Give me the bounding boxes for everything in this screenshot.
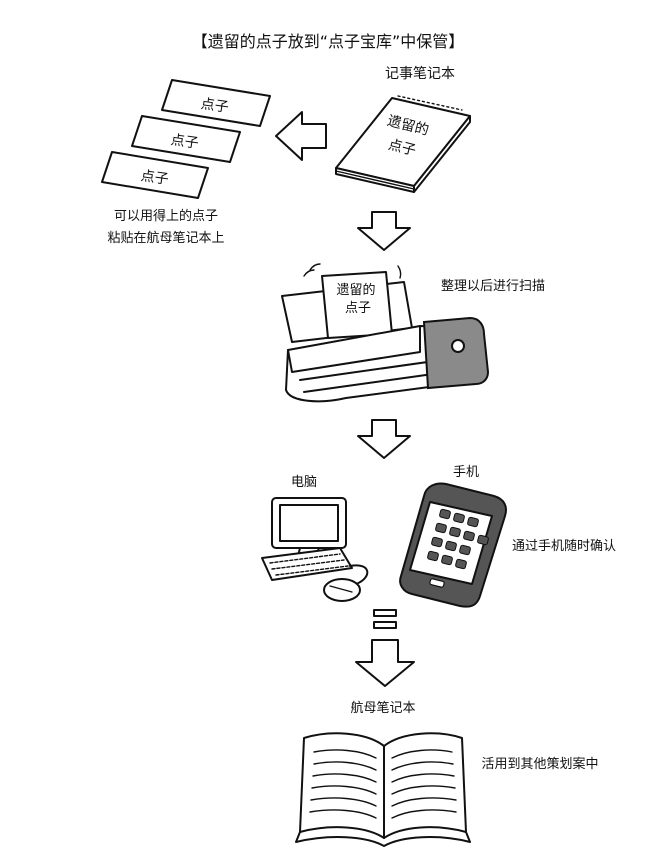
keyboard-keys bbox=[269, 553, 349, 576]
phone-label: 手机 bbox=[453, 465, 479, 480]
idea-card-label: 点子 bbox=[140, 168, 170, 188]
scanner-button-icon bbox=[451, 339, 465, 353]
idea-card-label: 点子 bbox=[200, 96, 230, 116]
scanner-paper-line1: 遗留的 bbox=[336, 282, 375, 298]
hollow-arrow-down-icon bbox=[357, 419, 411, 459]
equals-icon bbox=[373, 609, 397, 629]
idea-card: 点子 bbox=[101, 151, 209, 199]
hollow-arrow-left-icon bbox=[275, 111, 327, 161]
phone-home-button-icon bbox=[429, 578, 445, 588]
idea-card: 点子 bbox=[131, 115, 241, 163]
scanner-paper-line2: 点子 bbox=[345, 301, 371, 316]
idea-card-stack: 点子 点子 点子 bbox=[101, 79, 271, 199]
scanner-label: 整理以后进行扫描 bbox=[441, 279, 545, 294]
scanner-paper: 遗留的 点子 bbox=[321, 271, 393, 339]
carrier-notebook-note: 活用到其他策划案中 bbox=[481, 756, 598, 772]
open-book-icon bbox=[295, 732, 471, 847]
hollow-arrow-down-icon bbox=[355, 639, 415, 687]
phone-note: 通过手机随时确认 bbox=[512, 539, 616, 554]
computer-label: 电脑 bbox=[291, 475, 317, 490]
idea-card: 点子 bbox=[161, 79, 271, 127]
diagram-title: 【遗留的点子放到“点子宝库”中保管】 bbox=[192, 32, 465, 51]
paste-note-line2: 粘贴在航母笔记本上 bbox=[107, 230, 224, 246]
carrier-notebook-label: 航母笔记本 bbox=[350, 700, 415, 716]
idea-card-label: 点子 bbox=[170, 132, 200, 152]
scanner-side-panel bbox=[422, 316, 490, 390]
book-text-lines bbox=[309, 749, 457, 819]
notebook-cover-line2: 点子 bbox=[386, 137, 417, 159]
record-notebook: 遗留的 点子 bbox=[335, 95, 471, 193]
hollow-arrow-down-icon bbox=[357, 211, 411, 251]
paste-note-line1: 可以用得上的点子 bbox=[114, 208, 218, 224]
mouse-icon bbox=[323, 578, 361, 602]
phone-app-grid bbox=[427, 508, 489, 570]
notebook-label: 记事笔记本 bbox=[385, 66, 455, 82]
notebook-spiral bbox=[397, 95, 463, 111]
computer-icon bbox=[261, 497, 369, 602]
smartphone-icon bbox=[399, 482, 507, 608]
scanner: 遗留的 点子 bbox=[281, 263, 490, 403]
